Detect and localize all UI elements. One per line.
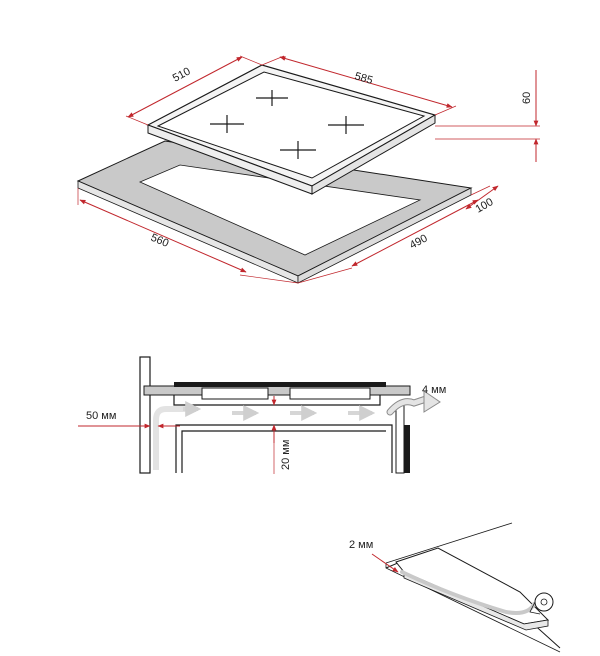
dim-seal-thickness: 2 мм (349, 539, 399, 573)
burner-cross-icon (210, 115, 244, 133)
burner-cross-icon (328, 116, 364, 134)
tape-roll (529, 592, 554, 615)
label-4mm: 4 мм (422, 384, 446, 396)
wall (139, 356, 151, 474)
hob-glass (174, 382, 386, 387)
label-2mm: 2 мм (349, 539, 373, 551)
label-60: 60 (521, 92, 533, 104)
label-585: 585 (353, 70, 374, 87)
dim-side-gap: 50 мм (78, 410, 180, 429)
dim-air-gap: 20 мм (271, 396, 292, 474)
top-view: 510 585 60 560 490 (76, 55, 540, 284)
label-560: 560 (149, 232, 171, 250)
section-view: 50 мм 20 мм 4 мм (78, 356, 446, 474)
curved-arrow-icon (386, 390, 441, 416)
burner-cross-icon (280, 141, 316, 159)
label-510: 510 (171, 65, 193, 84)
dim-hob-width: 585 (261, 55, 457, 116)
dim-hob-height: 60 (435, 70, 540, 162)
label-50mm: 50 мм (86, 410, 116, 422)
airflow-path (153, 406, 196, 470)
dim-exhaust-gap: 4 мм (422, 384, 446, 396)
detail-view: 2 мм (349, 522, 561, 653)
label-100: 100 (474, 196, 496, 216)
label-20mm: 20 мм (280, 440, 292, 470)
seal-tape (400, 570, 536, 615)
